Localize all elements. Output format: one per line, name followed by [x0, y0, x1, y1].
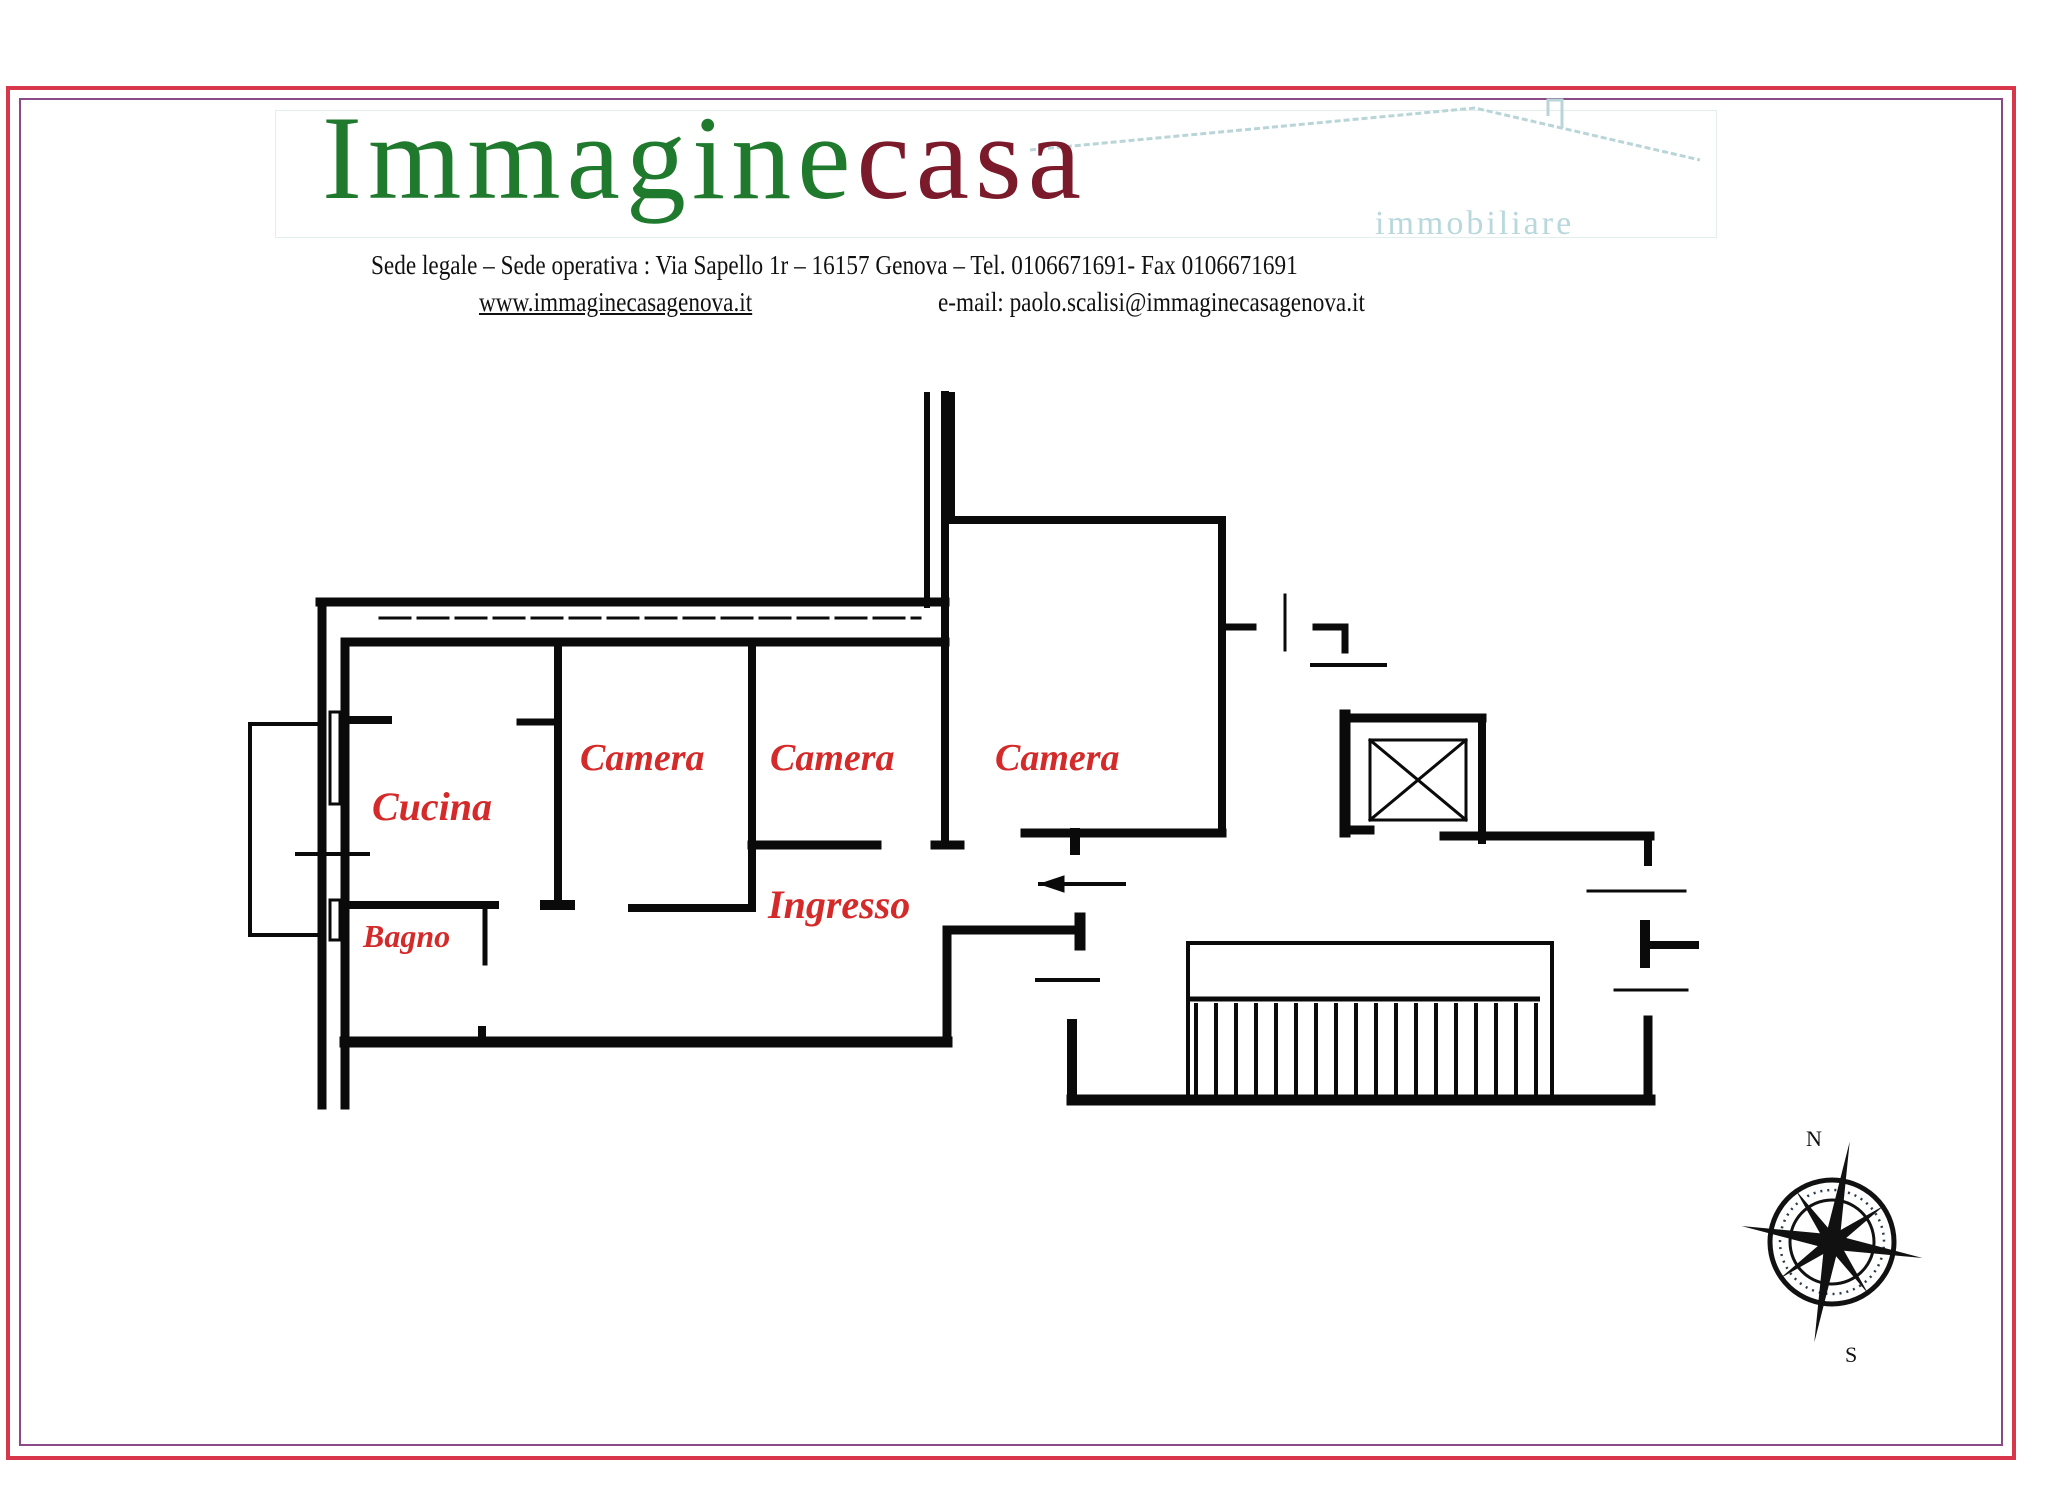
- room-label-camera: Camera: [995, 737, 1120, 779]
- room-label-cucina: Cucina: [372, 784, 492, 829]
- logo-box: [275, 110, 1717, 238]
- room-label-camera: Camera: [770, 737, 895, 779]
- room-label-ingresso: Ingresso: [767, 882, 910, 927]
- staircase-icon: [1186, 941, 1554, 1102]
- room-label-bagno: Bagno: [362, 918, 450, 954]
- page-border-outer: [6, 86, 2016, 1460]
- email-line: e-mail: paolo.scalisi@immaginecasagenova…: [938, 287, 1365, 317]
- room-label-camera: Camera: [580, 737, 705, 779]
- company-logo: Immaginecasa: [322, 98, 1087, 218]
- logo-primary: Immagine: [322, 91, 857, 224]
- logo-secondary: casa: [856, 91, 1087, 224]
- logo-roof-icon: [1029, 98, 1701, 162]
- website-link[interactable]: www.immaginecasagenova.it: [479, 287, 753, 317]
- compass-north-label: N: [1806, 1126, 1822, 1151]
- compass-rose-icon: [1741, 1141, 1923, 1343]
- logo-subtitle: immobiliare: [1375, 205, 1575, 242]
- page-border-inner: [19, 98, 2003, 1446]
- walls: [248, 391, 1699, 1110]
- address-line: Sede legale – Sede operativa : Via Sapel…: [371, 250, 1298, 280]
- compass-south-label: S: [1845, 1342, 1857, 1367]
